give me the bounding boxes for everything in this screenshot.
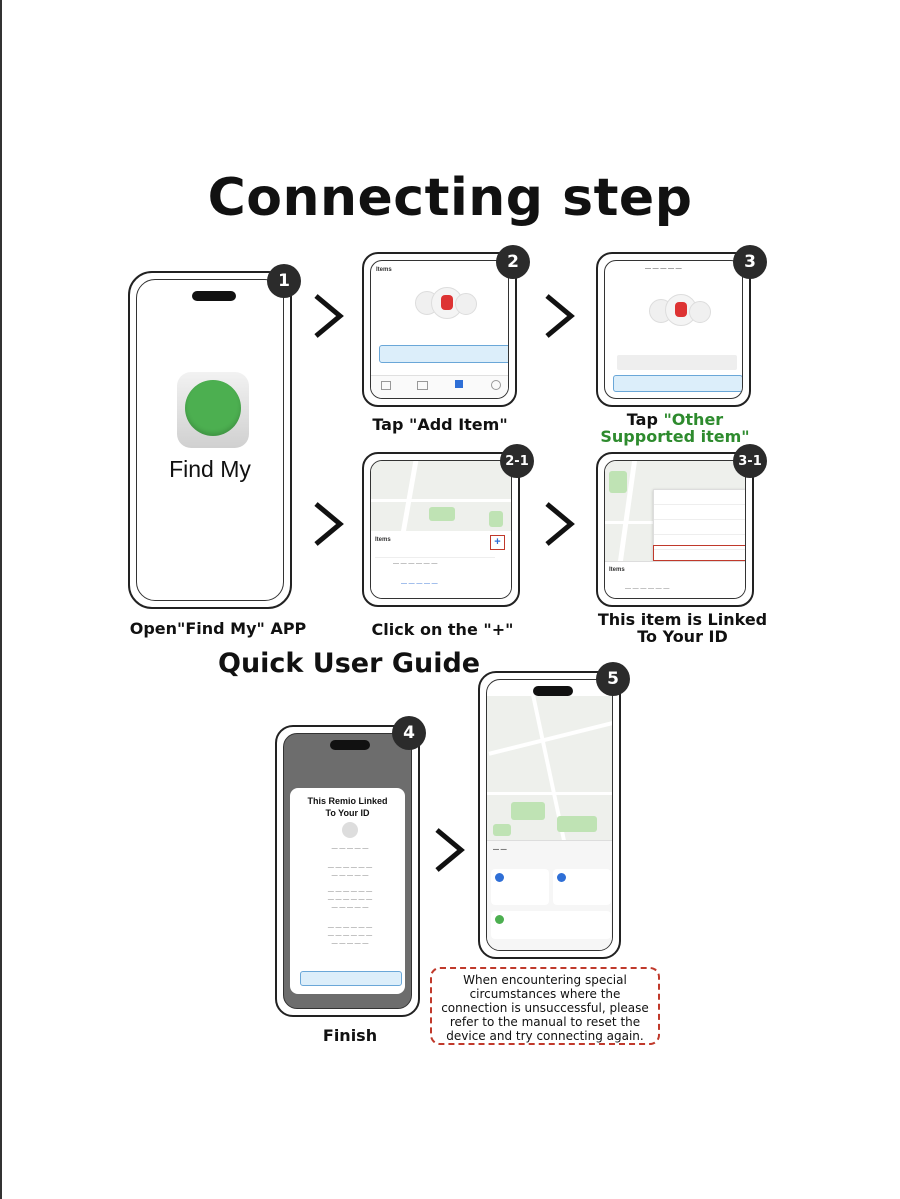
context-menu bbox=[653, 489, 745, 563]
step-badge-2-1: 2-1 bbox=[500, 444, 534, 478]
step-badge-3-1: 3-1 bbox=[733, 444, 767, 478]
item-detail-sheet: — — bbox=[487, 840, 612, 950]
items-sheet: Items + — — — — — — — — — — — bbox=[371, 531, 511, 598]
step-badge-1: 1 bbox=[267, 264, 301, 298]
step-badge-5: 5 bbox=[596, 662, 630, 696]
done-button[interactable] bbox=[300, 971, 402, 986]
play-sound-card[interactable] bbox=[491, 869, 549, 905]
phone-notch bbox=[533, 686, 573, 696]
menu-item[interactable] bbox=[654, 490, 745, 505]
phone-step-1: Find My bbox=[128, 271, 292, 609]
screen-header: Items bbox=[376, 267, 392, 273]
chevron-right-icon bbox=[545, 502, 575, 546]
item-icon-right bbox=[455, 293, 477, 315]
chevron-right-icon bbox=[545, 294, 575, 338]
menu-item[interactable] bbox=[654, 520, 745, 535]
chevron-right-icon bbox=[314, 294, 344, 338]
phone-step-2-1: Items + — — — — — — — — — — — bbox=[362, 452, 520, 607]
step-1-caption: Open"Find My" APP bbox=[129, 619, 307, 638]
screen-header: — — — — — bbox=[645, 266, 682, 272]
step-badge-3: 3 bbox=[733, 245, 767, 279]
phone-step-2: Items bbox=[362, 252, 517, 407]
plus-icon[interactable]: + bbox=[490, 535, 505, 550]
page-left-edge bbox=[0, 0, 2, 1199]
map-view bbox=[371, 461, 511, 533]
step-3-caption: Tap "Other Supported item" bbox=[590, 411, 760, 445]
step-badge-2: 2 bbox=[496, 245, 530, 279]
dialog-title-line1: This Remio Linked bbox=[307, 796, 388, 806]
add-item-button[interactable] bbox=[379, 345, 508, 363]
step-3-caption-highlight: "Other Supported item" bbox=[600, 410, 750, 446]
step-3-1-caption-line1: This item is Linked bbox=[597, 610, 768, 629]
step-3-1-caption: This item is Linked To Your ID bbox=[590, 611, 775, 645]
phone-notch bbox=[330, 740, 370, 750]
highlight-box bbox=[653, 545, 745, 561]
step-2-1-caption: Click on the "+" bbox=[371, 620, 514, 639]
avatar bbox=[342, 822, 358, 838]
step-3-1-caption-line2: To Your ID bbox=[637, 627, 728, 646]
share-card[interactable] bbox=[491, 911, 611, 939]
app-name-label: Find My bbox=[169, 456, 251, 482]
items-sheet: Items — — — — — — bbox=[605, 561, 745, 598]
item-icon-right bbox=[689, 301, 711, 323]
troubleshooting-note: When encountering special circumstances … bbox=[430, 967, 660, 1045]
chevron-right-icon bbox=[314, 502, 344, 546]
menu-item-add-other-item[interactable] bbox=[654, 535, 745, 550]
chevron-right-icon bbox=[435, 828, 465, 872]
phone-notch bbox=[192, 291, 236, 301]
map-view bbox=[487, 696, 612, 844]
directions-card[interactable] bbox=[553, 869, 611, 905]
find-my-app-icon[interactable] bbox=[177, 372, 249, 448]
phone-step-3: — — — — — bbox=[596, 252, 751, 407]
other-supported-item-button[interactable] bbox=[613, 375, 742, 392]
option-button[interactable] bbox=[617, 355, 737, 370]
step-2-caption: Tap "Add Item" bbox=[372, 415, 508, 434]
step-badge-4: 4 bbox=[392, 716, 426, 750]
step-4-caption: Finish bbox=[322, 1026, 378, 1045]
quick-user-guide-heading: Quick User Guide bbox=[218, 648, 481, 679]
linked-dialog: This Remio Linked To Your ID — — — — — —… bbox=[290, 788, 405, 994]
dialog-title-line2: To Your ID bbox=[325, 808, 370, 818]
step-3-caption-prefix: Tap bbox=[626, 410, 664, 429]
menu-item[interactable] bbox=[654, 505, 745, 520]
item-icon-center bbox=[431, 287, 463, 319]
phone-step-4: This Remio Linked To Your ID — — — — — —… bbox=[275, 725, 420, 1017]
page-title: Connecting step bbox=[207, 168, 693, 228]
phone-step-5: — — bbox=[478, 671, 621, 959]
tab-bar bbox=[371, 375, 508, 398]
phone-step-3-1: Items — — — — — — bbox=[596, 452, 754, 607]
